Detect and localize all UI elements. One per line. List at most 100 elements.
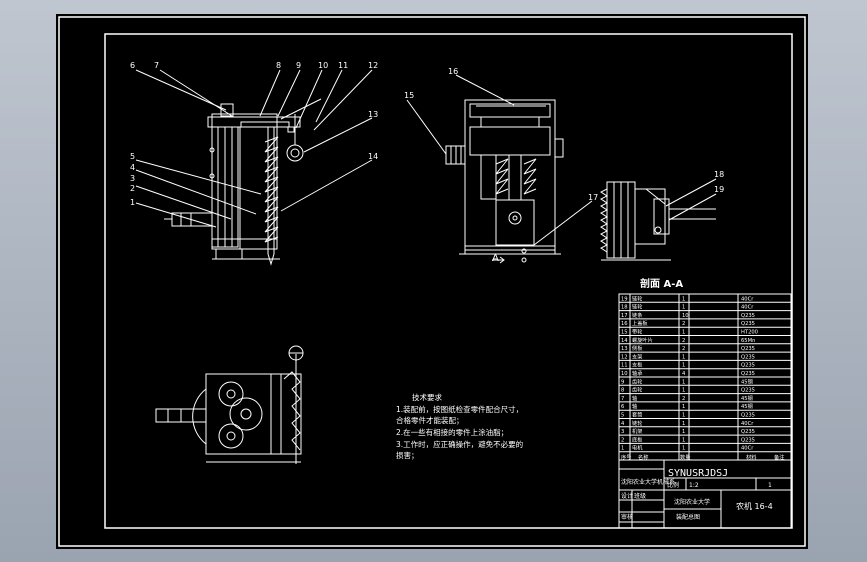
tech-req-line: 合格零件才能装配； [396, 415, 464, 425]
designer-label: 设计 [621, 492, 633, 500]
title-block-grid [618, 459, 792, 529]
parts-cell-material: 45钢 [741, 394, 753, 402]
parts-cell-qty: 2 [682, 396, 685, 402]
callout-9: 9 [296, 61, 301, 70]
title-block: 沈阳农业大学机械系 设计 审核 班级 SYNUSRJDSJ 比例 1:2 1 沈… [621, 468, 773, 521]
parts-cell-no: 19 [621, 296, 628, 302]
parts-cell-material: 40Cr [741, 296, 754, 302]
drawing-sheet: 6 7 8 9 10 11 12 13 14 5 4 3 2 1 15 16 1… [56, 14, 808, 549]
parts-cell-no: 15 [621, 330, 628, 336]
parts-cell-name: 套筒 [632, 411, 642, 419]
callout-1: 1 [130, 198, 135, 207]
parts-cell-material: Q235 [741, 363, 755, 369]
parts-cell-material: Q235 [741, 371, 755, 377]
callout-12: 12 [368, 61, 378, 70]
section-marker: A [492, 253, 499, 264]
parts-cell-qty: 10 [682, 313, 689, 319]
callout-6: 6 [130, 61, 135, 70]
parts-list-row-lines [619, 301, 791, 453]
parts-cell-no: 17 [621, 313, 628, 319]
parts-cell-material: Q235 [741, 413, 755, 419]
parts-cell-qty: 1 [682, 388, 685, 394]
parts-cell-no: 11 [621, 363, 628, 369]
parts-cell-name: 电机 [632, 444, 643, 452]
callout-7: 7 [154, 61, 159, 70]
parts-cell-no: 14 [621, 338, 628, 344]
parts-cell-name: 链条 [632, 311, 642, 319]
parts-cell-material: Q235 [741, 313, 755, 319]
callout-13: 13 [368, 110, 378, 119]
parts-cell-no: 7 [621, 396, 624, 402]
parts-cell-material: HT200 [741, 330, 758, 336]
technical-requirements: 技术要求 1.装配前，按图纸检查零件配合尺寸， 合格零件才能装配； 2.在一些有… [396, 392, 523, 460]
parts-cell-no: 4 [621, 421, 625, 427]
parts-header-remark: 备注 [774, 453, 784, 461]
sheet-number: 1 [768, 482, 772, 489]
callout-3: 3 [130, 174, 135, 183]
parts-header-material: 材料 [746, 453, 756, 461]
scale-value: 1:2 [689, 482, 699, 489]
parts-cell-qty: 1 [682, 296, 685, 302]
top-view [155, 345, 304, 464]
parts-cell-no: 16 [621, 321, 628, 327]
parts-cell-no: 13 [621, 346, 628, 352]
parts-cell-material: Q235 [741, 354, 755, 360]
parts-cell-qty: 1 [682, 421, 685, 427]
parts-cell-name: 轴承 [632, 369, 643, 377]
tech-req-line: 1.装配前，按图纸检查零件配合尺寸， [396, 404, 523, 414]
parts-cell-no: 2 [621, 437, 624, 443]
callout-numbers: 6 7 8 9 10 11 12 13 14 5 4 3 2 1 15 16 1… [130, 61, 724, 264]
callout-14: 14 [368, 152, 378, 161]
callout-17: 17 [588, 193, 598, 202]
parts-cell-no: 1 [621, 446, 624, 452]
parts-cell-name: 螺旋叶片 [632, 336, 653, 344]
callout-10: 10 [318, 61, 328, 70]
section-view [600, 181, 716, 261]
parts-header-qty: 数量 [680, 453, 690, 461]
parts-cell-name: 齿轮 [632, 377, 642, 385]
parts-cell-qty: 1 [682, 413, 685, 419]
tech-req-line: 损害； [396, 450, 419, 460]
parts-cell-qty: 4 [682, 371, 686, 377]
parts-cell-name: 轴 [632, 394, 637, 402]
assembly-drawing: 6 7 8 9 10 11 12 13 14 5 4 3 2 1 15 16 1… [58, 16, 806, 547]
parts-cell-qty: 1 [682, 330, 685, 336]
parts-cell-qty: 1 [682, 404, 685, 410]
parts-cell-material: 40Cr [741, 305, 754, 311]
parts-cell-qty: 1 [682, 437, 685, 443]
parts-cell-material: 45钢 [741, 377, 753, 385]
parts-cell-no: 5 [621, 413, 624, 419]
callout-18: 18 [714, 170, 724, 179]
parts-cell-name: 轴 [632, 402, 637, 410]
parts-header-no: 序号 [621, 453, 631, 461]
outer-border [58, 16, 806, 547]
scale-label: 比例 [667, 481, 679, 489]
inner-frame [104, 33, 793, 529]
section-view-label: 剖面 A-A [640, 277, 683, 290]
callout-19: 19 [714, 185, 724, 194]
parts-cell-qty: 1 [682, 363, 685, 369]
parts-header-name: 名称 [638, 453, 648, 461]
parts-cell-name: 支架 [632, 352, 642, 360]
parts-cell-material: 65Mn [741, 338, 755, 344]
parts-cell-qty: 1 [682, 429, 685, 435]
parts-cell-no: 6 [621, 404, 624, 410]
parts-cell-material: 45钢 [741, 402, 753, 410]
parts-cell-qty: 2 [682, 338, 685, 344]
parts-cell-material: 40Cr [741, 421, 754, 427]
parts-cell-qty: 1 [682, 305, 685, 311]
callout-4: 4 [130, 163, 135, 172]
callout-16: 16 [448, 67, 458, 76]
parts-cell-name: 链轮 [632, 419, 642, 427]
parts-cell-name: 齿轮 [632, 386, 642, 394]
parts-cell-no: 8 [621, 388, 624, 394]
school-name: 沈阳农业大学 [674, 498, 710, 506]
parts-cell-name: 链轮 [632, 294, 642, 302]
parts-cell-qty: 2 [682, 346, 685, 352]
parts-cell-name: 侧板 [632, 344, 643, 352]
callout-15: 15 [404, 91, 414, 100]
brand-label: SYNUSRJDSJ [668, 468, 728, 479]
parts-cell-material: Q235 [741, 437, 755, 443]
parts-cell-no: 12 [621, 354, 628, 360]
